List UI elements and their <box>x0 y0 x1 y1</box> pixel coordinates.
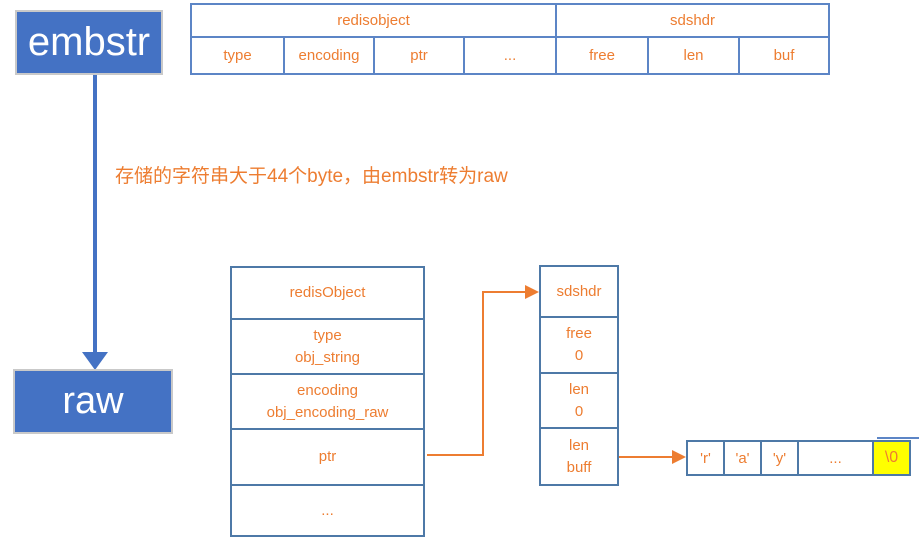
encoding-value: obj_encoding_raw <box>266 403 389 421</box>
cell-ellipsis: ... <box>465 38 557 73</box>
cell-encoding: encoding <box>285 38 375 73</box>
sdshdr-title-row: sdshdr <box>541 267 617 318</box>
sdshdr-struct-table: sdshdr free 0 len 0 len buff <box>539 265 619 486</box>
sdshdr-title: sdshdr <box>556 282 602 300</box>
embstr-label: embstr <box>27 20 151 64</box>
redisobject-header: redisobject <box>192 5 557 38</box>
cell-len: len <box>649 38 740 73</box>
type-value: obj_string <box>294 348 361 366</box>
more-row: ... <box>232 486 423 535</box>
ptr-arrow-segment-vertical <box>482 292 484 456</box>
free-field: free <box>566 325 592 343</box>
ptr-arrow-segment-bottom <box>427 454 484 456</box>
type-field: type <box>313 326 342 344</box>
redisobject-title: redisObject <box>289 284 366 302</box>
ptr-arrow-head <box>525 285 539 299</box>
char-cell-y: 'y' <box>760 440 799 476</box>
buf-row: len buff <box>541 429 617 484</box>
cell-free: free <box>557 38 649 73</box>
cell-buf: buf <box>773 47 795 64</box>
len-row: len 0 <box>541 374 617 429</box>
embstr-structure-table: redisobject sdshdr type encoding ptr ...… <box>190 3 830 75</box>
encoding-field: encoding <box>297 381 358 399</box>
cell-type: type <box>192 38 285 73</box>
buf-value: buff <box>566 458 592 476</box>
char-array-table: 'r' 'a' 'y' ... \0 <box>686 440 911 476</box>
type-row: type obj_string <box>232 320 423 375</box>
char-cell-r: 'r' <box>686 440 725 476</box>
char-cell-a: 'a' <box>723 440 762 476</box>
redisobject-struct-table: redisObject type obj_string encoding obj… <box>230 266 425 537</box>
buf-field: len <box>568 436 590 454</box>
cell-ptr: ptr <box>375 38 465 73</box>
len-value: 0 <box>574 402 584 420</box>
clipped-table-edge <box>877 437 919 439</box>
buf-arrow-head <box>672 450 686 464</box>
ptr-arrow-segment-top <box>482 291 526 293</box>
conversion-annotation: 存储的字符串大于44个byte，由embstr转为raw <box>115 166 508 187</box>
more-field: ... <box>321 501 334 519</box>
redisobject-title-row: redisObject <box>232 268 423 320</box>
len-field: len <box>568 380 590 398</box>
embstr-to-raw-arrow-line <box>93 75 97 352</box>
raw-node: raw <box>13 369 173 434</box>
embstr-to-raw-arrow-head <box>82 352 108 370</box>
free-row: free 0 <box>541 318 617 374</box>
embstr-node: embstr <box>15 10 163 75</box>
encoding-row: encoding obj_encoding_raw <box>232 375 423 430</box>
char-cell-ellipsis: ... <box>797 440 874 476</box>
sdshdr-header: sdshdr <box>557 5 828 38</box>
ptr-row: ptr <box>232 430 423 486</box>
raw-label: raw <box>62 380 124 422</box>
char-cell-null-terminator: \0 <box>872 440 911 476</box>
ptr-field: ptr <box>318 448 337 466</box>
buf-arrow-segment <box>619 456 673 458</box>
free-value: 0 <box>574 347 584 364</box>
